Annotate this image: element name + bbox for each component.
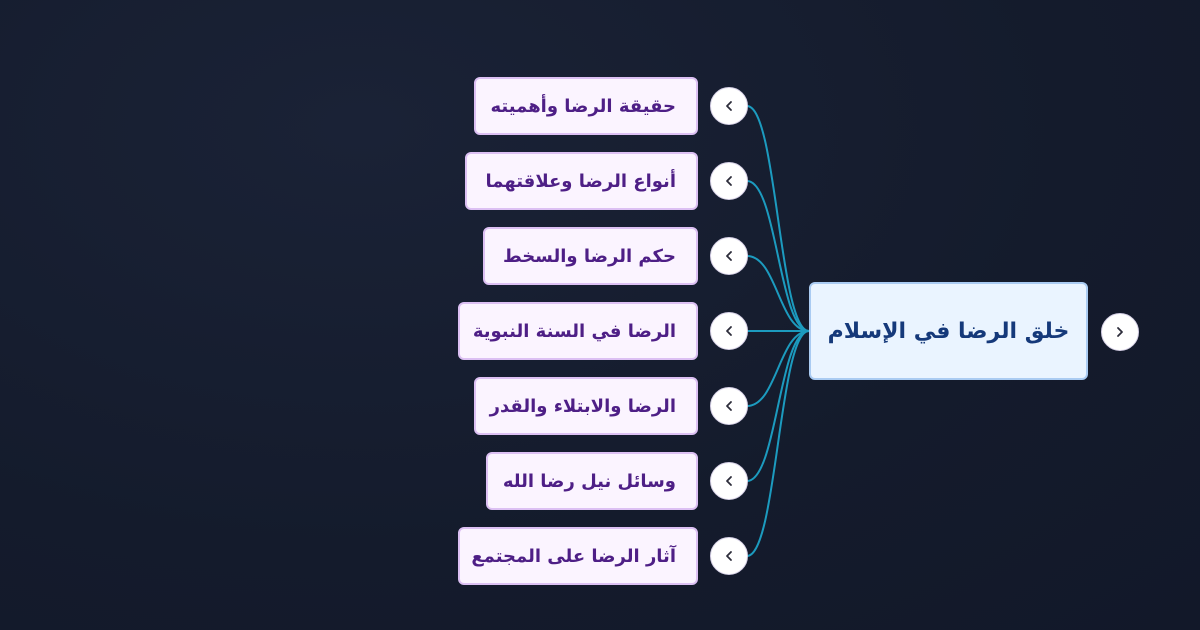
connector-line-6	[746, 330, 810, 482]
child-expand-toggle-7[interactable]	[710, 537, 748, 575]
connector-line-2	[746, 180, 810, 332]
chevron-left-icon	[726, 251, 732, 261]
child-node-label: أنواع الرضا وعلاقتهما	[485, 170, 677, 192]
chevron-left-icon	[726, 326, 732, 336]
child-node-1[interactable]: حقيقة الرضا وأهميته	[474, 77, 698, 135]
child-expand-toggle-1[interactable]	[710, 87, 748, 125]
child-node-6[interactable]: وسائل نيل رضا الله	[486, 452, 698, 510]
child-node-5[interactable]: الرضا والابتلاء والقدر	[474, 377, 698, 435]
connector-line-1	[746, 105, 810, 332]
child-expand-toggle-3[interactable]	[710, 237, 748, 275]
connector-line-3	[746, 255, 810, 332]
child-node-label: الرضا والابتلاء والقدر	[489, 395, 676, 417]
child-node-3[interactable]: حكم الرضا والسخط	[483, 227, 698, 285]
chevron-left-icon	[726, 476, 732, 486]
child-node-4[interactable]: الرضا في السنة النبوية	[458, 302, 698, 360]
chevron-left-icon	[726, 401, 732, 411]
connector-line-7	[746, 330, 810, 557]
chevron-left-icon	[726, 551, 732, 561]
connector-line-5	[746, 330, 810, 407]
child-expand-toggle-2[interactable]	[710, 162, 748, 200]
child-expand-toggle-5[interactable]	[710, 387, 748, 425]
root-node-label: خلق الرضا في الإسلام	[827, 318, 1070, 344]
root-expand-toggle[interactable]	[1101, 313, 1139, 351]
child-node-label: حكم الرضا والسخط	[502, 245, 676, 267]
child-expand-toggle-6[interactable]	[710, 462, 748, 500]
chevron-right-icon	[1117, 327, 1123, 337]
child-node-label: الرضا في السنة النبوية	[472, 320, 676, 342]
root-node[interactable]: خلق الرضا في الإسلام	[809, 282, 1088, 380]
child-node-2[interactable]: أنواع الرضا وعلاقتهما	[465, 152, 698, 210]
child-node-label: آثار الرضا على المجتمع	[471, 545, 676, 567]
chevron-left-icon	[726, 101, 732, 111]
chevron-left-icon	[726, 176, 732, 186]
child-node-label: حقيقة الرضا وأهميته	[490, 95, 676, 117]
child-node-7[interactable]: آثار الرضا على المجتمع	[458, 527, 698, 585]
child-node-label: وسائل نيل رضا الله	[502, 470, 676, 492]
child-expand-toggle-4[interactable]	[710, 312, 748, 350]
